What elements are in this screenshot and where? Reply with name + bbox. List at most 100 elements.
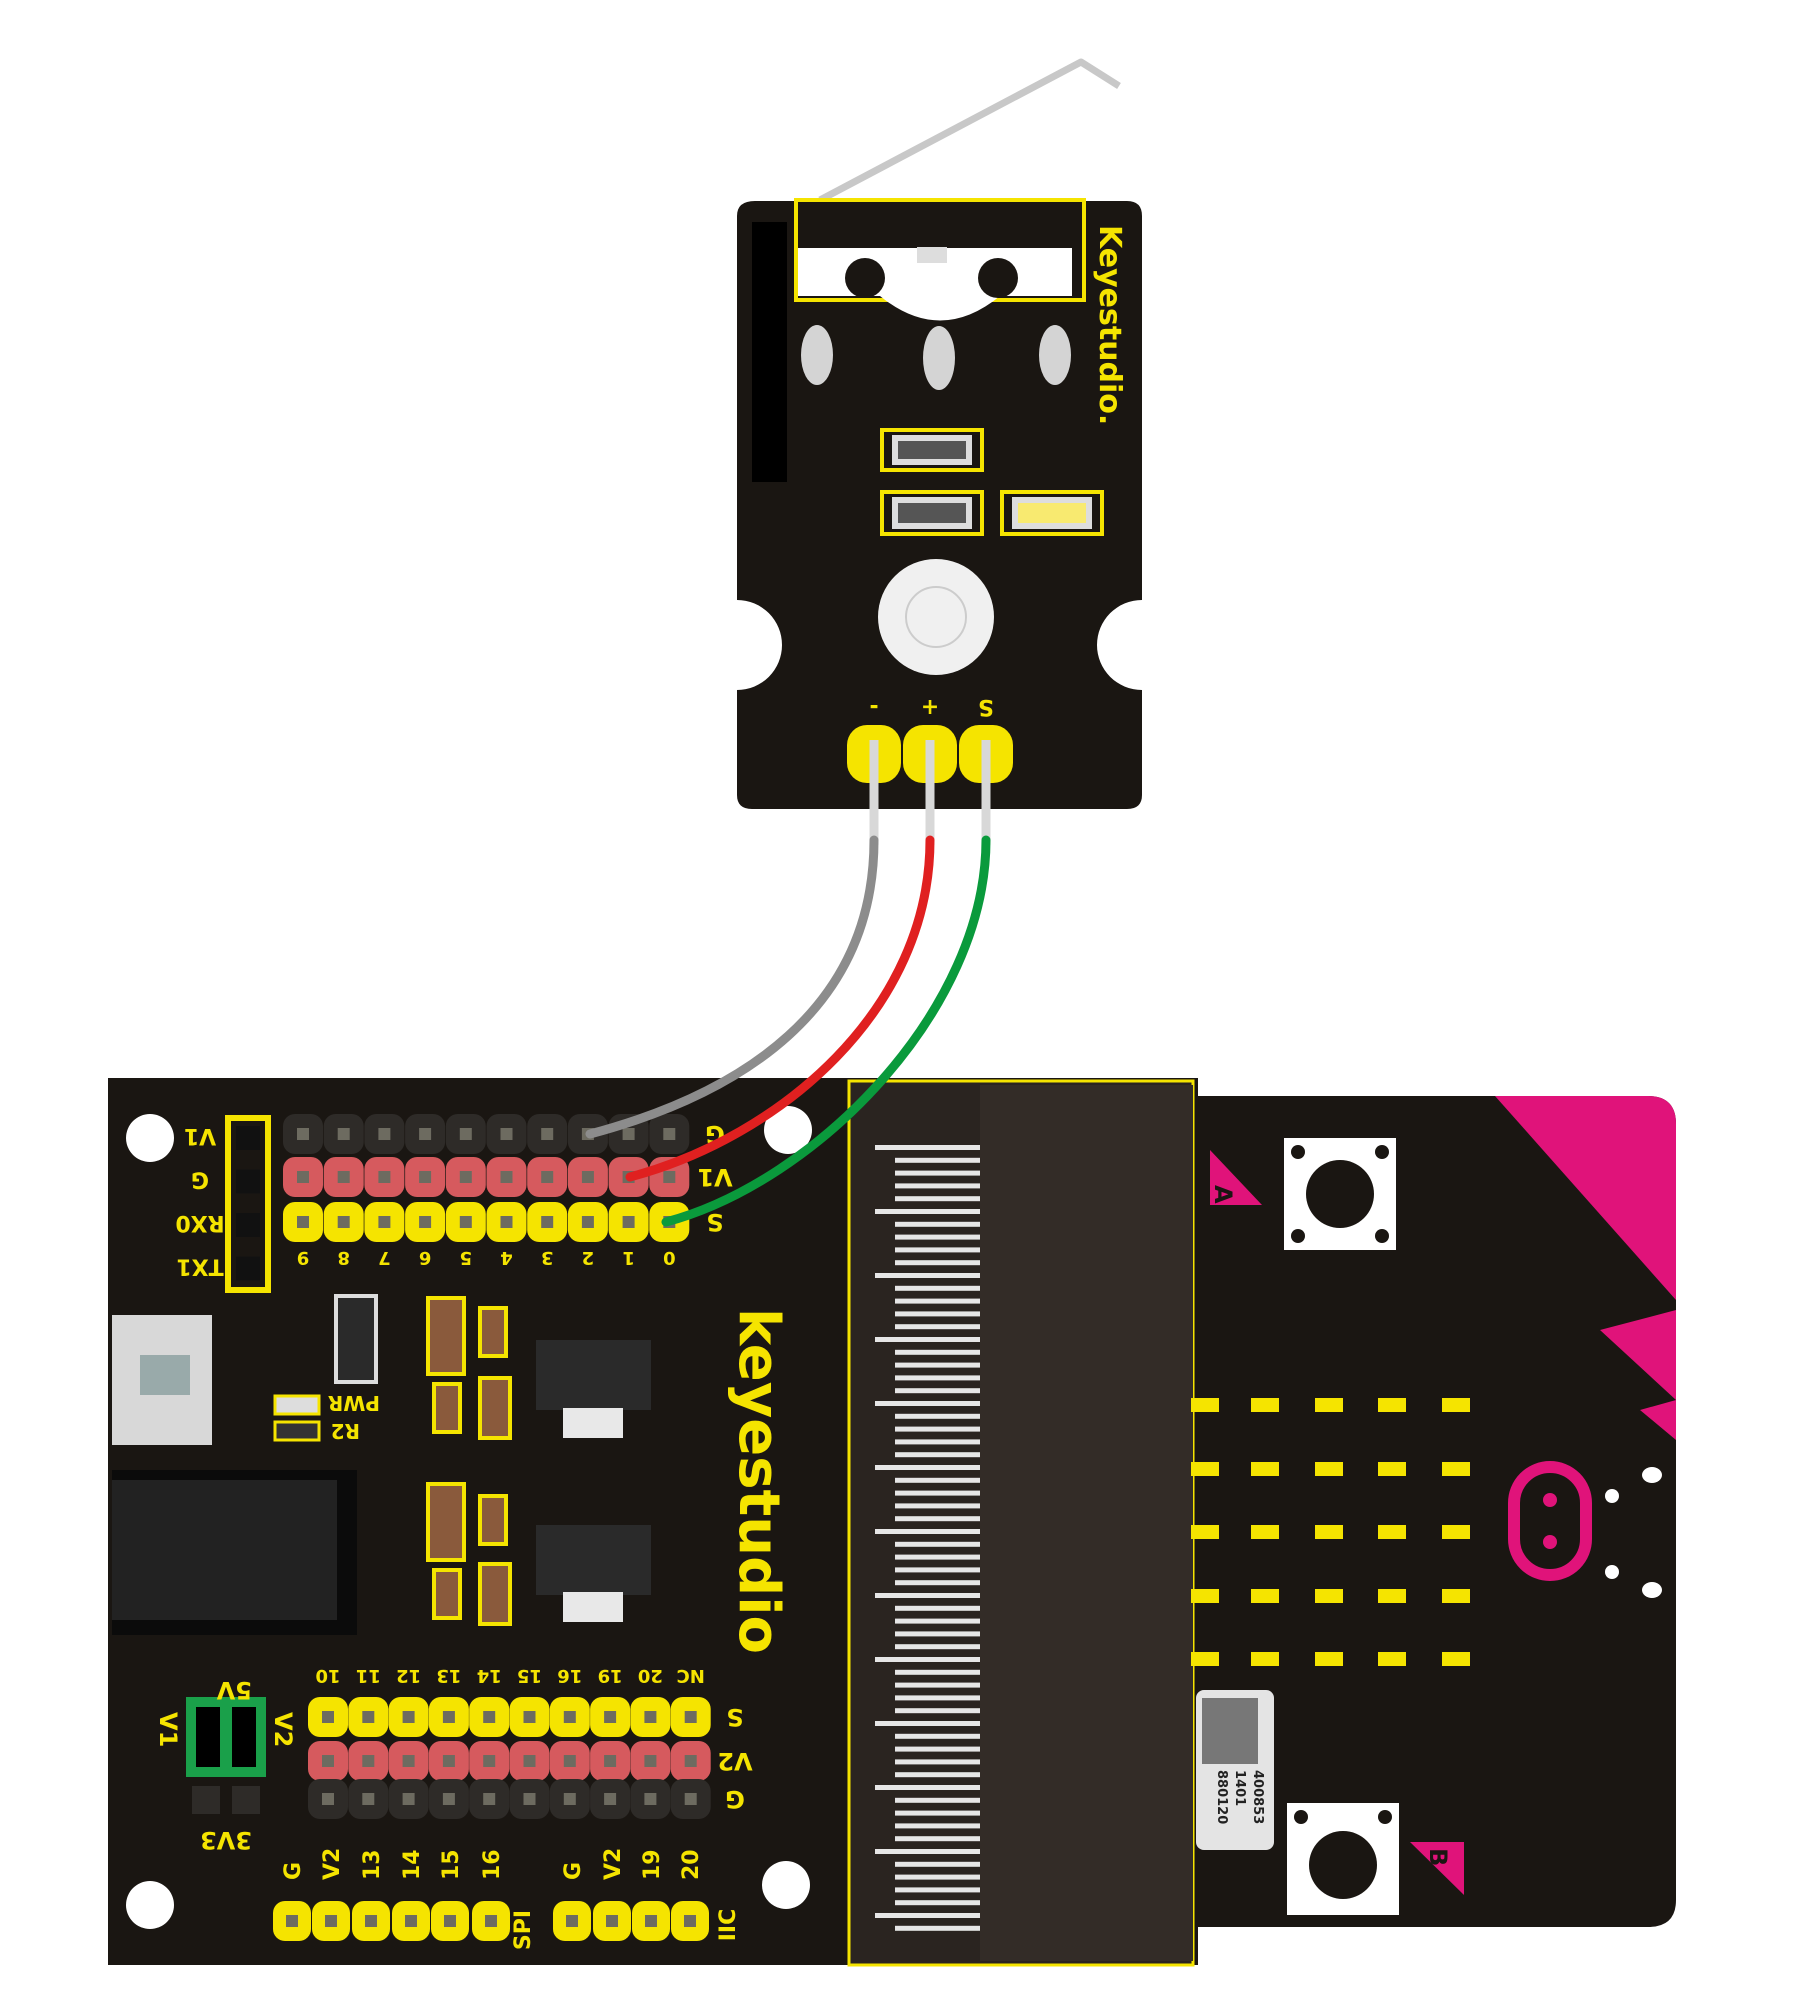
edge-finger [895, 1298, 980, 1304]
iic-pin-label: 20 [679, 1849, 704, 1880]
resistor [880, 428, 984, 472]
jumper-label-5v: 5V [216, 1676, 252, 1704]
button-a[interactable] [1284, 1138, 1396, 1250]
side-header-pin[interactable] [236, 1126, 260, 1150]
regulator-tab [563, 1408, 623, 1438]
pin-hole [566, 1915, 578, 1927]
pin-hole [444, 1915, 456, 1927]
pin-number: 15 [517, 1665, 542, 1686]
pin-number: 11 [356, 1665, 381, 1686]
edge-finger [875, 1529, 980, 1534]
lever-arm [818, 58, 1121, 204]
edge-finger [875, 1273, 980, 1278]
matrix-led [1378, 1462, 1406, 1476]
spi-pin-label: 14 [400, 1849, 425, 1880]
edge-finger [895, 1567, 980, 1573]
pin-number: 8 [337, 1247, 350, 1268]
mount-pad [878, 559, 994, 675]
pin-hole [402, 1711, 415, 1723]
edge-finger [875, 1785, 980, 1790]
pin-hole [500, 1128, 513, 1140]
pin-hole [663, 1171, 676, 1183]
microbit: A B 400853 1401 880120 [847, 1079, 1676, 1967]
microbit-edge-accent [1600, 1310, 1676, 1440]
edge-finger [895, 1324, 980, 1330]
edge-finger [895, 1836, 980, 1842]
matrix-led [1315, 1398, 1343, 1412]
jumper-label-3v3: 3V3 [200, 1826, 252, 1854]
usb-port [140, 1355, 190, 1395]
button-b[interactable] [1287, 1803, 1399, 1915]
matrix-led [1378, 1589, 1406, 1603]
side-header-pin[interactable] [236, 1256, 260, 1281]
edge-finger [875, 1913, 980, 1918]
edge-finger [895, 1733, 980, 1739]
matrix-led [1251, 1589, 1279, 1603]
edge-finger [895, 1759, 980, 1765]
pin-hole [622, 1216, 635, 1228]
side-header-pin[interactable] [236, 1169, 260, 1194]
row-label: V1 [697, 1163, 732, 1191]
shield-brand: keyestudio [726, 1308, 791, 1654]
pad [1605, 1565, 1619, 1579]
pin-number: 0 [663, 1247, 676, 1268]
side-header-label: G [191, 1167, 209, 1192]
matrix-led [1315, 1462, 1343, 1476]
edge-finger [895, 1541, 980, 1547]
pin-hole [684, 1915, 696, 1927]
pin-hole [419, 1171, 432, 1183]
pin-hole [644, 1711, 657, 1723]
pin-hole [523, 1755, 536, 1767]
edge-finger [875, 1145, 980, 1150]
pin-number: 20 [638, 1665, 663, 1686]
pin-hole [622, 1128, 635, 1140]
inductor [334, 1294, 378, 1384]
edge-finger [895, 1170, 980, 1176]
module-black-strip [752, 222, 787, 482]
side-header-outline [225, 1115, 271, 1293]
switch-leg [801, 325, 833, 385]
row-label: S [726, 1703, 743, 1731]
pin-hole [362, 1711, 375, 1723]
edge-finger [895, 1695, 980, 1701]
pin-hole [541, 1171, 554, 1183]
spi-pin-label: 16 [480, 1849, 505, 1880]
jumper-label-v1: V1 [154, 1712, 182, 1747]
pin-number: 5 [460, 1247, 473, 1268]
regulator [536, 1340, 651, 1410]
pin-hole [563, 1711, 576, 1723]
pin-number: 3 [541, 1247, 554, 1268]
edge-finger [895, 1861, 980, 1867]
edge-finger [895, 1887, 980, 1893]
edge-finger [895, 1285, 980, 1291]
iic-label: IIC [716, 1909, 741, 1942]
edge-finger [895, 1900, 980, 1906]
spi-pin-label: V2 [320, 1848, 345, 1880]
pin-hole [297, 1216, 309, 1228]
pin-number: 12 [396, 1665, 421, 1686]
edge-finger [895, 1669, 980, 1675]
edge-finger [895, 1196, 980, 1202]
wire-signal [661, 835, 991, 1227]
matrix-led [1251, 1398, 1279, 1412]
matrix-led [1191, 1525, 1219, 1539]
matrix-led [1442, 1589, 1470, 1603]
pin-hole [419, 1128, 432, 1140]
edge-finger [895, 1682, 980, 1688]
capacitors [426, 1296, 512, 1626]
jumper-cap [232, 1707, 256, 1767]
module-brand: Keyestudio. [1092, 225, 1127, 425]
pin-hole [402, 1755, 415, 1767]
pin-hole [604, 1793, 617, 1805]
edge-finger [895, 1183, 980, 1189]
edge-finger [875, 1657, 980, 1662]
resistor-body [892, 497, 972, 529]
side-header-pin[interactable] [236, 1213, 260, 1237]
mount-pad-ring [905, 586, 967, 648]
pad [1642, 1467, 1662, 1483]
edge-finger [895, 1810, 980, 1816]
edge-finger [895, 1234, 980, 1240]
edge-finger [895, 1388, 980, 1394]
iic-pin-label: 19 [640, 1849, 665, 1880]
edge-finger [895, 1221, 980, 1227]
